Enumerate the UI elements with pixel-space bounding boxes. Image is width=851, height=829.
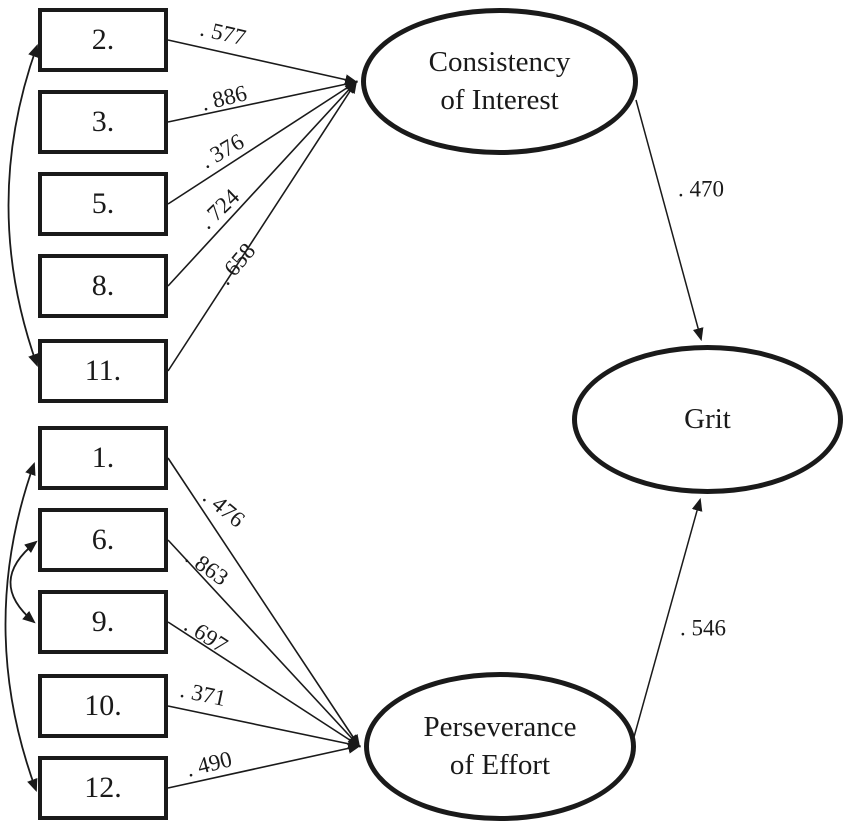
loading-line-item1 bbox=[167, 457, 361, 748]
indicator-label-11: 11. bbox=[84, 354, 122, 387]
path-value-perseverance-grit: . 546 bbox=[680, 615, 726, 641]
indicator-box-5: 5. bbox=[38, 172, 168, 236]
indicator-box-12: 12. bbox=[38, 756, 168, 820]
loading-line-item5 bbox=[167, 80, 358, 205]
indicator-box-1: 1. bbox=[38, 426, 168, 490]
indicator-box-6: 6. bbox=[38, 508, 168, 572]
structural-arrow-consistency-grit bbox=[635, 99, 704, 342]
loading-line-item8 bbox=[167, 80, 358, 287]
structural-arrow-perseverance-grit bbox=[633, 497, 703, 738]
loading-line-item10 bbox=[167, 705, 362, 750]
correlation-curve-6-9 bbox=[9, 540, 38, 624]
correlation-curve-1-12 bbox=[4, 461, 38, 793]
indicator-label-12: 12. bbox=[84, 771, 122, 804]
loading-line-item11 bbox=[167, 80, 358, 372]
latent-grit-label: Grit bbox=[684, 402, 731, 435]
path-value-consistency-grit: . 470 bbox=[678, 176, 724, 202]
indicator-label-8: 8. bbox=[91, 269, 115, 302]
latent-consistency-label-line1: Consistency bbox=[428, 45, 571, 78]
correlation-curve-2-11 bbox=[7, 43, 39, 368]
latent-grit: Grit bbox=[572, 345, 843, 494]
loading-line-item2 bbox=[167, 39, 359, 85]
indicator-label-9: 9. bbox=[91, 605, 115, 638]
loading-line-item3 bbox=[167, 78, 359, 123]
indicator-label-6: 6. bbox=[91, 523, 115, 556]
loading-lines-consistency bbox=[167, 39, 359, 372]
indicator-label-2: 2. bbox=[91, 23, 115, 56]
loading-lines-perseverance bbox=[167, 457, 362, 789]
latent-perseverance-label-line1: Perseverance bbox=[423, 710, 577, 743]
latent-consistency-of-interest: Consistency of Interest bbox=[361, 8, 638, 155]
indicator-box-2: 2. bbox=[38, 8, 168, 72]
indicator-box-10: 10. bbox=[38, 674, 168, 738]
structural-arrows bbox=[633, 99, 704, 738]
latent-perseverance-label-line2: of Effort bbox=[449, 748, 551, 781]
latent-perseverance-of-effort: Perseverance of Effort bbox=[364, 672, 636, 821]
loading-line-item9 bbox=[167, 621, 361, 748]
loading-line-item12 bbox=[167, 743, 362, 789]
indicator-box-9: 9. bbox=[38, 590, 168, 654]
indicator-label-1: 1. bbox=[91, 441, 115, 474]
indicator-box-11: 11. bbox=[38, 339, 168, 403]
loading-line-item6 bbox=[167, 539, 361, 748]
indicator-box-8: 8. bbox=[38, 254, 168, 318]
indicator-box-3: 3. bbox=[38, 90, 168, 154]
indicator-label-10: 10. bbox=[84, 689, 122, 722]
correlation-arrows bbox=[4, 43, 39, 793]
indicator-label-3: 3. bbox=[91, 105, 115, 138]
indicator-label-5: 5. bbox=[91, 187, 115, 220]
latent-consistency-label-line2: of Interest bbox=[440, 83, 559, 116]
